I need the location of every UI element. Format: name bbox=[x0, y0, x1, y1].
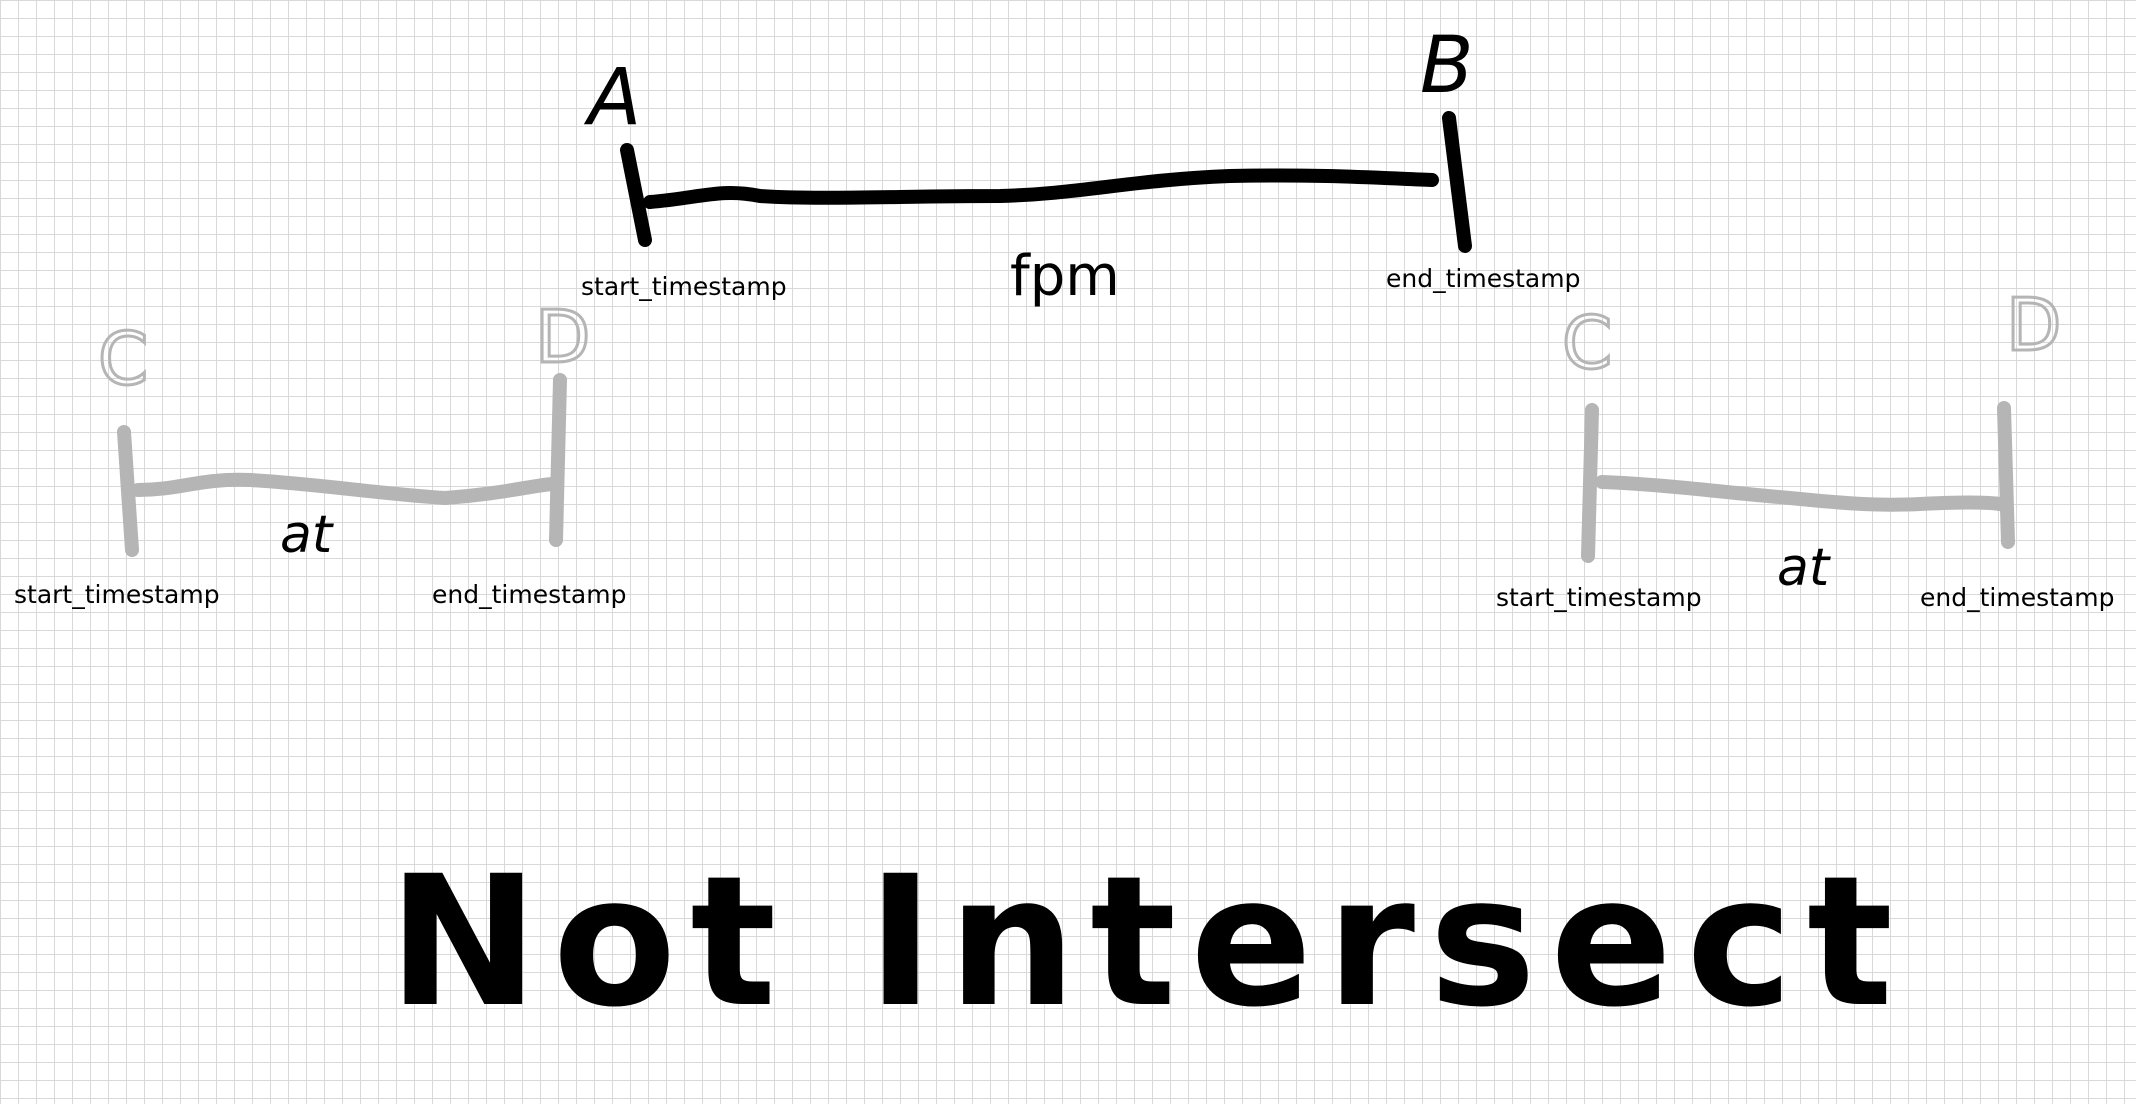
right-end-label: end_timestamp bbox=[1920, 583, 2114, 612]
left-end-label: end_timestamp bbox=[432, 580, 626, 609]
top-start-letter: A bbox=[583, 53, 641, 143]
left-start-label: start_timestamp bbox=[14, 580, 220, 609]
right-interval-name: at bbox=[1777, 538, 1831, 598]
right-interval: C D start_timestamp end_timestamp at bbox=[1496, 282, 2114, 613]
right-start-label: start_timestamp bbox=[1496, 583, 1702, 612]
top-interval: A B start_timestamp end_timestamp fpm bbox=[581, 21, 1580, 309]
left-end-letter: D bbox=[535, 295, 590, 379]
left-interval-name: at bbox=[280, 505, 334, 565]
left-start-letter: C bbox=[98, 317, 148, 401]
diagram-title: Not Intersect bbox=[388, 838, 1907, 1047]
top-end-label: end_timestamp bbox=[1386, 264, 1580, 293]
right-start-letter: C bbox=[1562, 301, 1612, 385]
top-end-tick bbox=[1442, 111, 1472, 253]
top-start-label: start_timestamp bbox=[581, 272, 787, 301]
right-end-tick bbox=[1997, 401, 2015, 549]
top-interval-line bbox=[643, 168, 1439, 209]
left-start-tick bbox=[117, 425, 139, 557]
top-start-tick bbox=[620, 143, 652, 247]
left-interval-line bbox=[131, 472, 559, 506]
top-end-letter: B bbox=[1420, 21, 1474, 111]
right-start-tick bbox=[1581, 403, 1599, 563]
left-end-tick bbox=[549, 373, 567, 547]
right-interval-line bbox=[1595, 475, 2007, 512]
top-interval-name: fpm bbox=[1010, 244, 1120, 309]
right-end-letter: D bbox=[2006, 283, 2061, 367]
left-interval: C D start_timestamp end_timestamp at bbox=[14, 294, 626, 610]
